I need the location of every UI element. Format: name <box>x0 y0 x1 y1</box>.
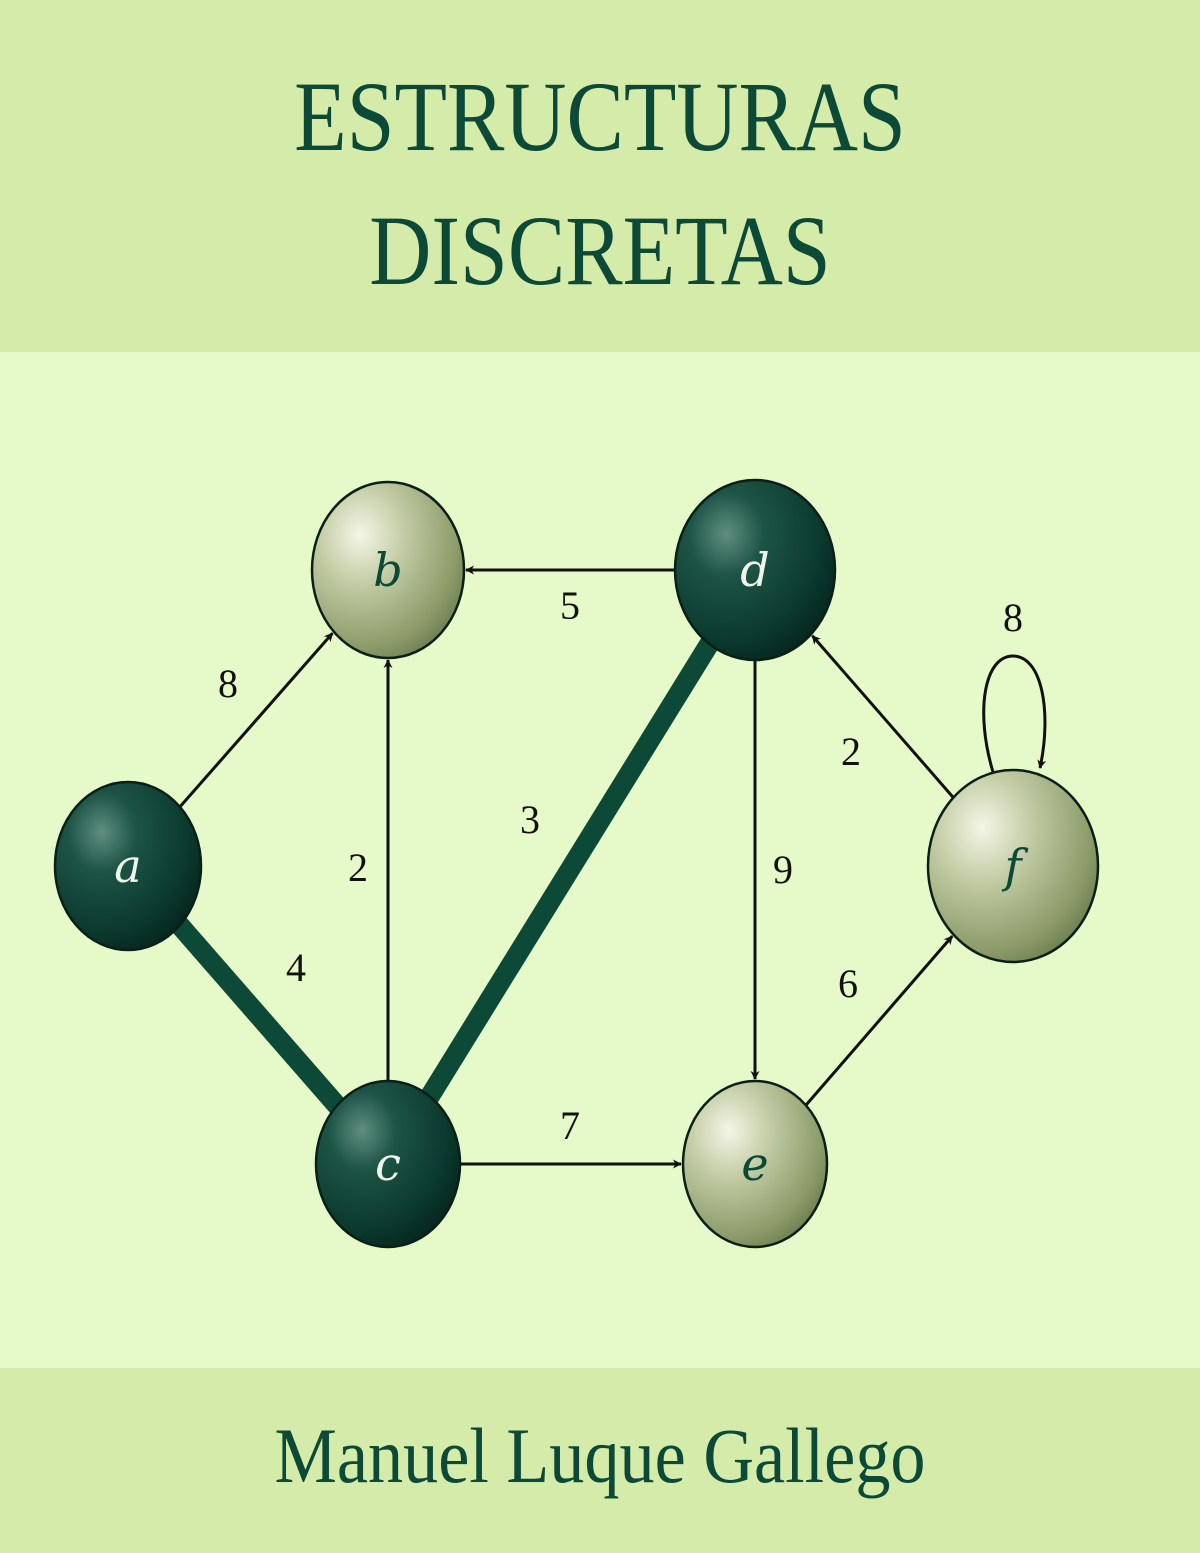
edge-weight-d-b: 5 <box>560 583 580 628</box>
edge-weight-d-e: 9 <box>773 847 793 892</box>
edge-weight-f-d: 2 <box>841 729 861 774</box>
edge-e-f <box>804 935 954 1107</box>
edge-weight-f-f: 8 <box>1003 595 1023 640</box>
title-band <box>0 0 1200 352</box>
edge-weight-c-b: 2 <box>348 845 368 890</box>
edge-f-f <box>982 654 1047 773</box>
node-label-e: e <box>741 1137 768 1191</box>
node-c <box>314 1079 462 1249</box>
node-f <box>926 768 1100 964</box>
title-line-1: ESTRUCTURAS <box>294 61 906 172</box>
node-label-c: c <box>375 1137 401 1191</box>
title-line-2: DISCRETAS <box>369 195 831 306</box>
node-label-a: a <box>114 839 141 893</box>
edge-weight-a-b: 8 <box>218 661 238 706</box>
node-label-b: b <box>373 543 402 597</box>
node-d <box>673 478 837 662</box>
edge-weight-a-c: 4 <box>286 945 306 990</box>
edge-f-d <box>811 634 955 799</box>
author-name: Manuel Luque Gallego <box>274 1412 926 1499</box>
edge-weight-c-d: 3 <box>520 797 540 842</box>
highlighted-edge-a-c <box>157 902 359 1129</box>
highlighted-edge-c-d <box>409 619 730 1121</box>
edge-weight-e-f: 6 <box>838 961 858 1006</box>
node-a <box>53 780 203 952</box>
edge-a-b <box>178 632 334 808</box>
node-label-d: d <box>740 543 769 597</box>
node-e <box>681 1079 829 1249</box>
edge-weight-c-e: 7 <box>560 1103 580 1148</box>
node-b <box>310 480 466 660</box>
author-band <box>0 1368 1200 1553</box>
